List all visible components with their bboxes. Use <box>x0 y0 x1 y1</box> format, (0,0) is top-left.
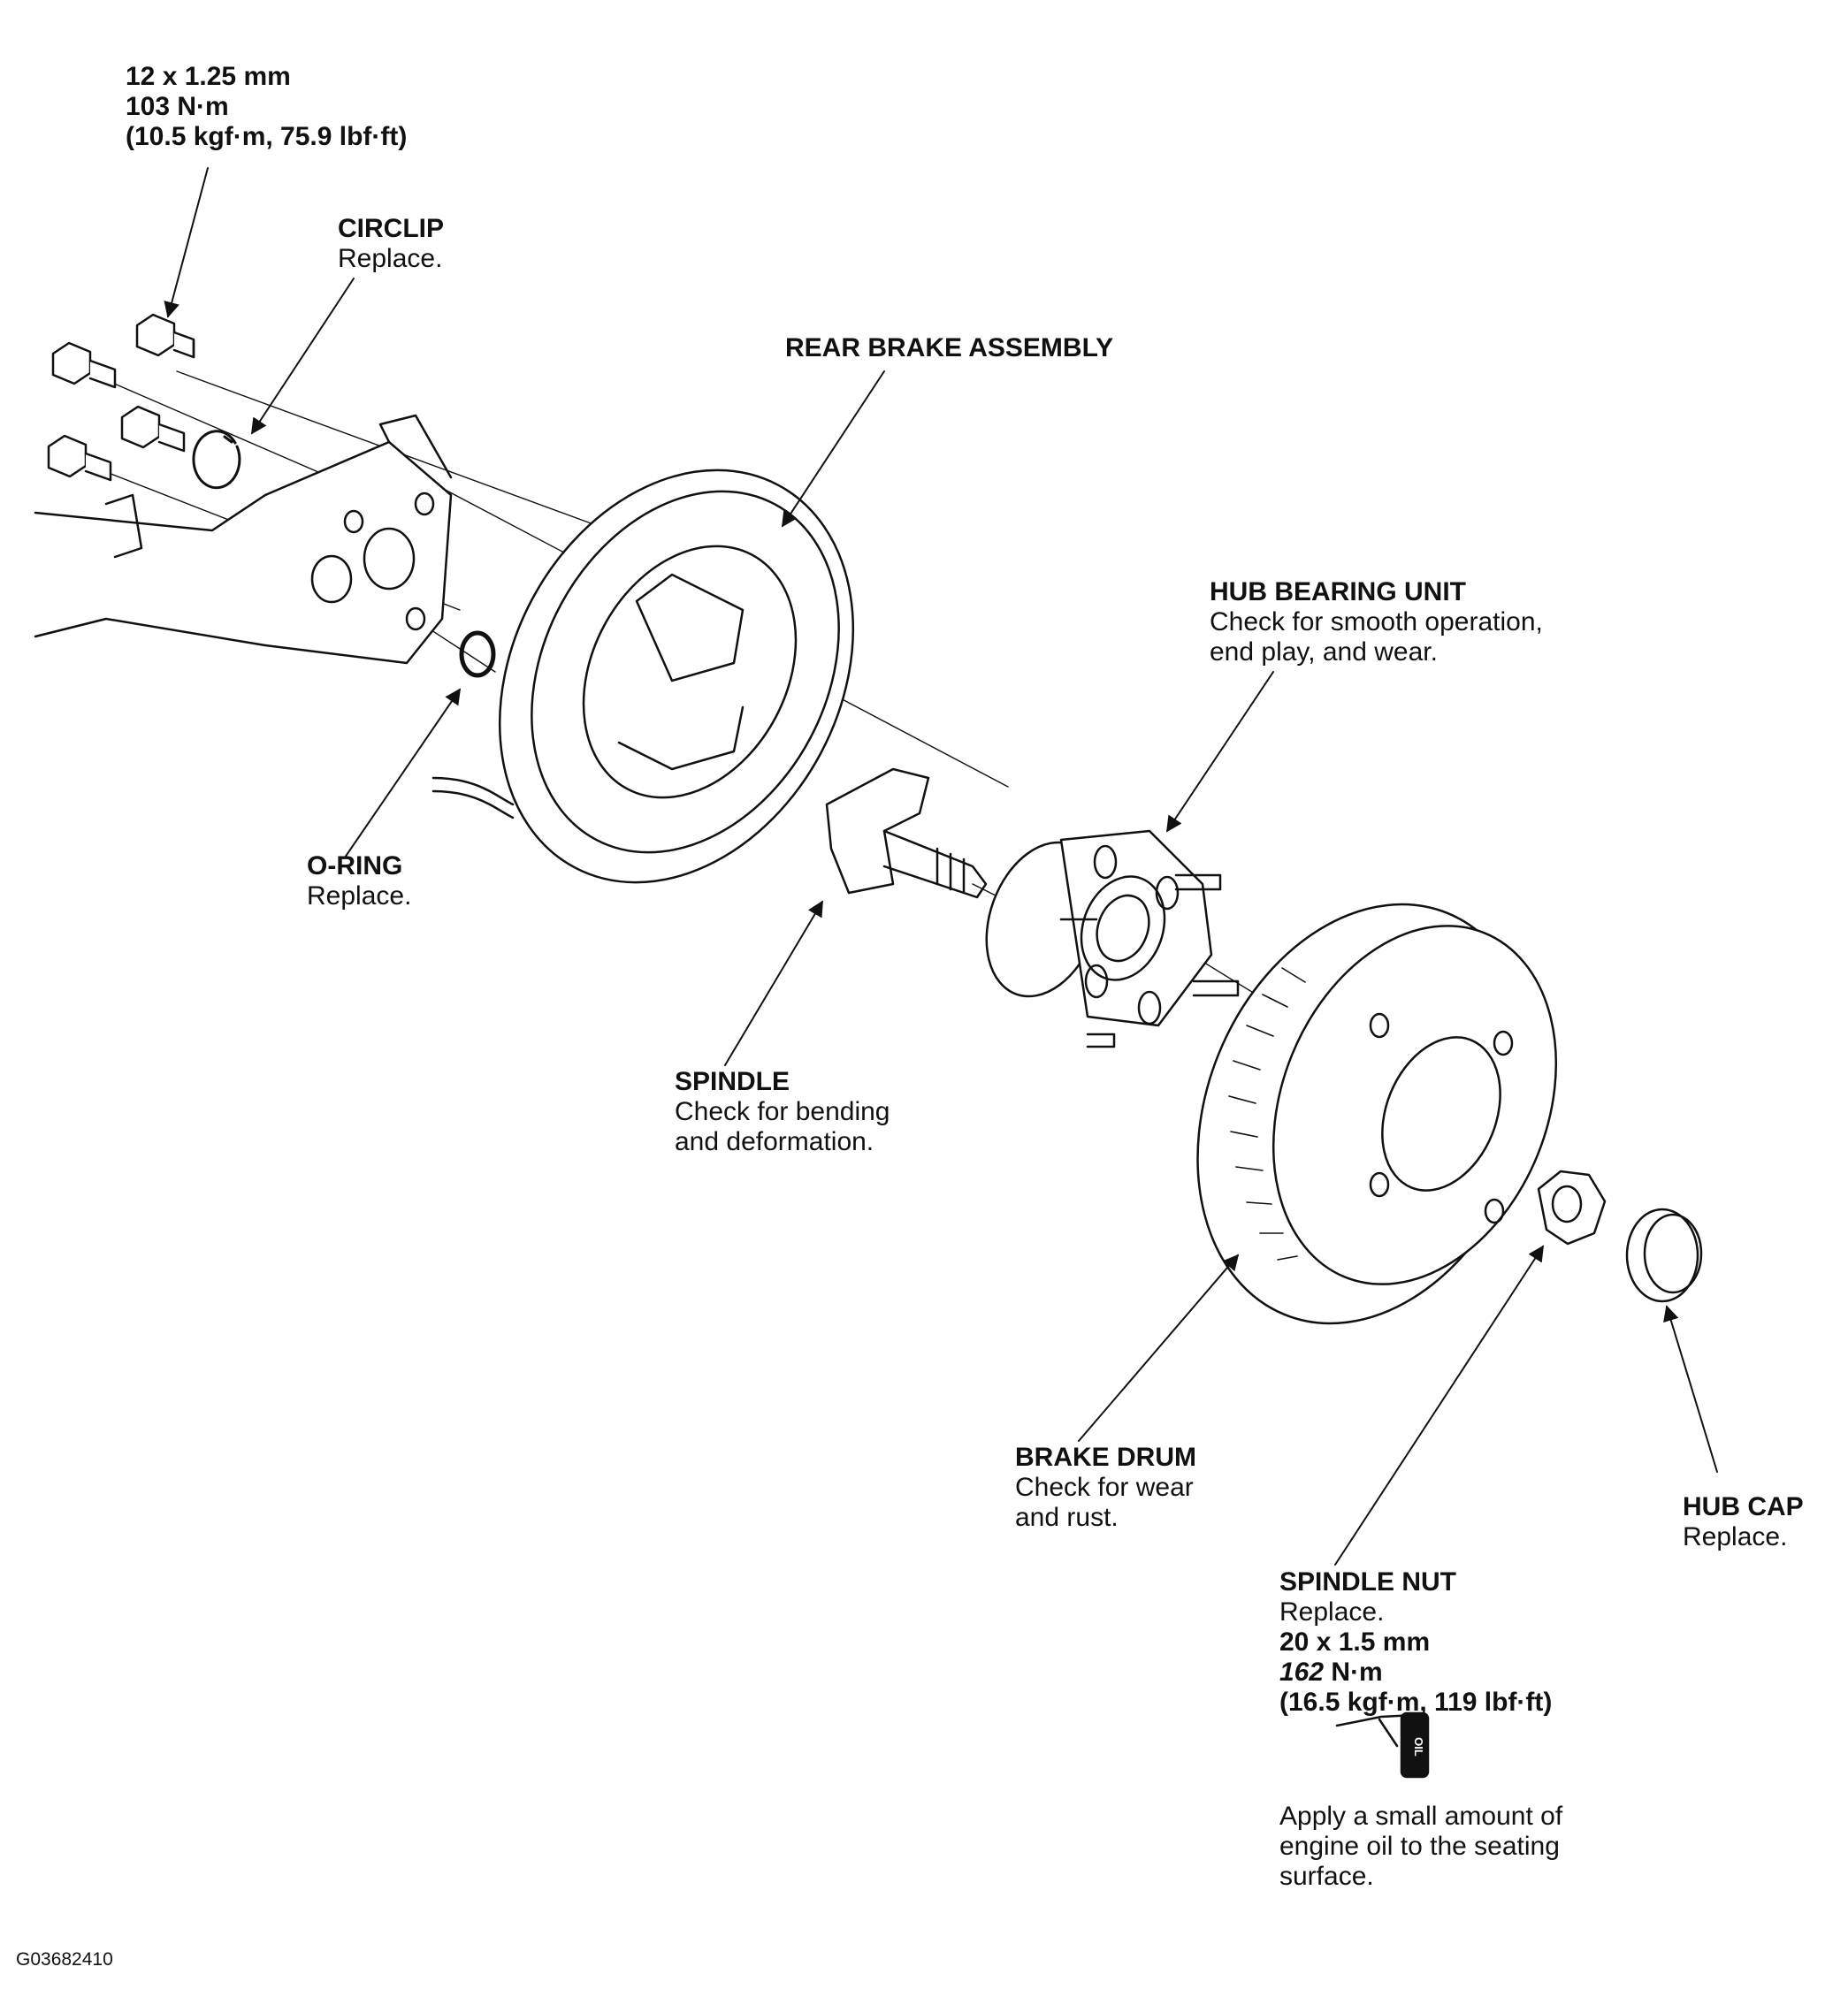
hub-cap-label: HUB CAP Replace. <box>1683 1492 1804 1552</box>
spindle-label: SPINDLE Check for bending and deformatio… <box>675 1067 890 1157</box>
spindle-part <box>825 767 988 899</box>
bolt-spec-size: 12 x 1.25 mm <box>126 62 291 91</box>
o-ring-part <box>459 630 496 678</box>
trailing-arm-knuckle <box>34 414 453 665</box>
rear-brake-assembly-title: REAR BRAKE ASSEMBLY <box>785 333 1114 362</box>
bolt-spec-torque: 103 N·m <box>126 92 229 121</box>
hub-cap-title: HUB CAP <box>1683 1492 1804 1521</box>
hub-bearing-unit-note-1: Check for smooth operation, <box>1210 607 1543 636</box>
bolt-3 <box>120 405 186 453</box>
circlip-title: CIRCLIP <box>338 214 444 243</box>
spindle-nut-torque: 162 N·m <box>1279 1658 1552 1688</box>
rear-brake-assembly-label: REAR BRAKE ASSEMBLY <box>785 333 1113 363</box>
oil-instruction-line-2: engine oil to the seating <box>1279 1832 1560 1861</box>
spindle-nut-size: 20 x 1.5 mm <box>1279 1627 1431 1657</box>
spindle-nut-torque-alt: (16.5 kgf·m, 119 lbf·ft) <box>1279 1688 1553 1717</box>
mounting-bolts <box>47 313 195 482</box>
hub-cap-part <box>1625 1208 1703 1303</box>
brake-drum-note-2: and rust. <box>1015 1503 1119 1532</box>
spindle-nut-torque-unit: N·m <box>1324 1658 1383 1687</box>
hub-bearing-unit-note-2: end play, and wear. <box>1210 637 1438 667</box>
brake-drum-part <box>1196 903 1558 1325</box>
brake-drum-note-1: Check for wear <box>1015 1473 1194 1502</box>
brake-drum-label: BRAKE DRUM Check for wear and rust. <box>1015 1443 1196 1533</box>
hub-bearing-unit-title: HUB BEARING UNIT <box>1210 577 1466 606</box>
bolt-spec-label: 12 x 1.25 mm 103 N·m (10.5 kgf·m, 75.9 l… <box>126 62 407 152</box>
spindle-nut-title: SPINDLE NUT <box>1279 1567 1457 1597</box>
bolt-4 <box>47 434 112 482</box>
spindle-title: SPINDLE <box>675 1067 790 1096</box>
bolt-2 <box>51 341 117 389</box>
hub-bearing-unit-part <box>985 829 1240 1048</box>
brake-drum-title: BRAKE DRUM <box>1015 1443 1196 1472</box>
hub-cap-note: Replace. <box>1683 1522 1788 1551</box>
rear-brake-assembly-part <box>431 469 855 884</box>
bolt-spec-torque-alt: (10.5 kgf·m, 75.9 lbf·ft) <box>126 122 408 151</box>
figure-code: G03682410 <box>16 1949 113 1970</box>
o-ring-title: O-RING <box>307 851 403 880</box>
hub-bearing-unit-label: HUB BEARING UNIT Check for smooth operat… <box>1210 577 1543 667</box>
oil-can-text: OIL <box>1412 1737 1425 1757</box>
o-ring-label: O-RING Replace. <box>307 851 411 911</box>
leader-lines <box>164 167 1718 1566</box>
spindle-nut-part <box>1537 1170 1607 1246</box>
spindle-nut-note: Replace. <box>1279 1597 1385 1627</box>
oil-instruction-line-1: Apply a small amount of <box>1279 1802 1563 1831</box>
spindle-note-1: Check for bending <box>675 1097 890 1126</box>
oil-instruction-label: Apply a small amount of engine oil to th… <box>1279 1802 1562 1892</box>
spindle-nut-label: SPINDLE NUT Replace. 20 x 1.5 mm 162 N·m… <box>1279 1567 1552 1718</box>
bolt-1 <box>135 313 195 359</box>
spindle-nut-torque-value: 162 <box>1279 1658 1325 1687</box>
oil-can-icon: OIL <box>1335 1711 1430 1779</box>
oil-instruction-line-3: surface. <box>1279 1862 1374 1891</box>
o-ring-note: Replace. <box>307 881 412 911</box>
spindle-note-2: and deformation. <box>675 1127 874 1156</box>
circlip-label: CIRCLIP Replace. <box>338 214 444 274</box>
circlip-part <box>192 430 241 490</box>
circlip-note: Replace. <box>338 244 443 273</box>
